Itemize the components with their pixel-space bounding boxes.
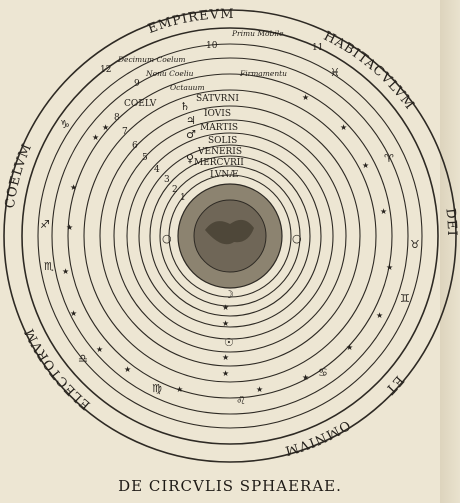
- virgo-glyph: ♍: [152, 382, 162, 395]
- saturn-glyph: ♄: [180, 100, 190, 113]
- ring-saturni: [99, 105, 361, 367]
- label-nonum: Nonu Coeliu: [145, 69, 194, 78]
- svg-text:★: ★: [302, 93, 309, 102]
- ring-outer: [3, 9, 457, 463]
- outer-ring-text-6: OMNIVM: [282, 417, 352, 458]
- label-coelum: COELV: [124, 99, 157, 109]
- label-solis: SOLIS: [208, 136, 237, 146]
- facing-page-edge: [440, 0, 460, 503]
- svg-text:★: ★: [102, 123, 109, 132]
- svg-text:★: ★: [362, 161, 369, 170]
- svg-text:★: ★: [256, 385, 263, 394]
- ring-solis: [138, 144, 322, 328]
- label-lunae: LVNÆ: [210, 170, 238, 180]
- gemini-glyph: ♊: [400, 292, 410, 305]
- svg-text:★: ★: [222, 303, 229, 312]
- sun-glyph: ☉: [224, 336, 234, 349]
- svg-text:★: ★: [346, 343, 353, 352]
- pisces-glyph: ♓: [330, 66, 340, 79]
- scorpio-glyph: ♏: [44, 260, 54, 273]
- text-et: ET: [382, 372, 406, 397]
- numeral-3: 3: [164, 175, 170, 185]
- svg-text:★: ★: [222, 353, 229, 362]
- svg-text:★: ★: [92, 133, 99, 142]
- text-omnium: OMNIVM: [282, 417, 351, 458]
- svg-text:★: ★: [222, 369, 229, 378]
- label-decimum: Decimum Coelum: [117, 55, 186, 64]
- ring-iouis: [113, 119, 347, 353]
- capricorn-glyph: ♑: [60, 118, 70, 131]
- numeral-10: 10: [206, 41, 218, 51]
- label-iouis: IOVIS: [204, 109, 231, 119]
- ring-empyreum: [21, 27, 439, 445]
- svg-text:★: ★: [124, 365, 131, 374]
- svg-text:★: ★: [176, 385, 183, 394]
- outer-ring-text-4: DEI: [442, 208, 459, 237]
- svg-text:★: ★: [386, 263, 393, 272]
- label-firmamentum: Firmamentu: [239, 69, 287, 78]
- svg-text:★: ★: [96, 345, 103, 354]
- sagittarius-glyph: ♐: [40, 218, 50, 231]
- ring-nonum: [51, 57, 409, 415]
- numeral-4: 4: [154, 165, 160, 175]
- svg-text:★: ★: [70, 183, 77, 192]
- label-martis: MARTIS: [200, 123, 238, 133]
- sun-right-glyph: ○: [292, 232, 302, 245]
- numeral-9: 9: [134, 79, 140, 89]
- label-primum-mobile: Primu Mobile: [231, 29, 284, 38]
- label-veneris: VENERIS: [197, 147, 242, 157]
- numeral-8: 8: [114, 113, 120, 123]
- svg-text:★: ★: [66, 223, 73, 232]
- sun-left-glyph: ○: [162, 232, 172, 245]
- svg-text:★: ★: [376, 311, 383, 320]
- leo-glyph: ♌: [236, 394, 246, 407]
- aries-glyph: ♈: [384, 152, 394, 165]
- ring-lunae: [168, 174, 292, 298]
- ring-martis: [126, 132, 334, 340]
- earth-landmass: [205, 219, 254, 245]
- svg-text:★: ★: [70, 309, 77, 318]
- label-mercurii: MERCVRII: [194, 158, 244, 168]
- label-octauum: Octauum: [170, 83, 205, 92]
- stars: ★★ ★★ ★★ ★★ ★★ ★★ ★★ ★★ ★★ ★★ ★★: [62, 93, 393, 394]
- text-dei: DEI: [442, 208, 458, 237]
- moon-glyph: ☽: [224, 288, 234, 301]
- mars-glyph: ♂: [186, 128, 196, 141]
- ring-zodiac: [83, 89, 377, 383]
- outer-ring-text-7: ELECTORVM: [22, 325, 94, 412]
- numeral-12: 12: [100, 65, 111, 75]
- outer-ring-text-5: ET: [382, 372, 407, 397]
- libra-glyph: ♎: [78, 352, 88, 365]
- svg-text:★: ★: [222, 319, 229, 328]
- label-saturni: SATVRNI: [196, 94, 239, 104]
- svg-text:★: ★: [340, 123, 347, 132]
- ring-decimum: [37, 43, 423, 429]
- svg-text:★: ★: [380, 207, 387, 216]
- svg-text:★: ★: [302, 373, 309, 382]
- numeral-2: 2: [172, 185, 178, 195]
- ring-veneris: [149, 155, 311, 317]
- svg-text:★: ★: [62, 267, 69, 276]
- text-electorum: ELECTORVM: [22, 325, 93, 412]
- jupiter-glyph: ♃: [186, 114, 196, 127]
- numeral-1: 1: [180, 193, 186, 203]
- numeral-5: 5: [142, 153, 148, 163]
- numeral-6: 6: [132, 141, 138, 151]
- cancer-glyph: ♋: [318, 366, 328, 379]
- figure-caption: DE CIRCVLIS SPHAERAE.: [118, 477, 342, 495]
- ring-octauum: [67, 73, 393, 399]
- numeral-11: 11: [312, 43, 323, 53]
- venus-glyph: ♀: [186, 152, 194, 165]
- taurus-glyph: ♉: [410, 238, 420, 251]
- numeral-7: 7: [122, 127, 128, 137]
- ring-mercurii: [159, 165, 301, 307]
